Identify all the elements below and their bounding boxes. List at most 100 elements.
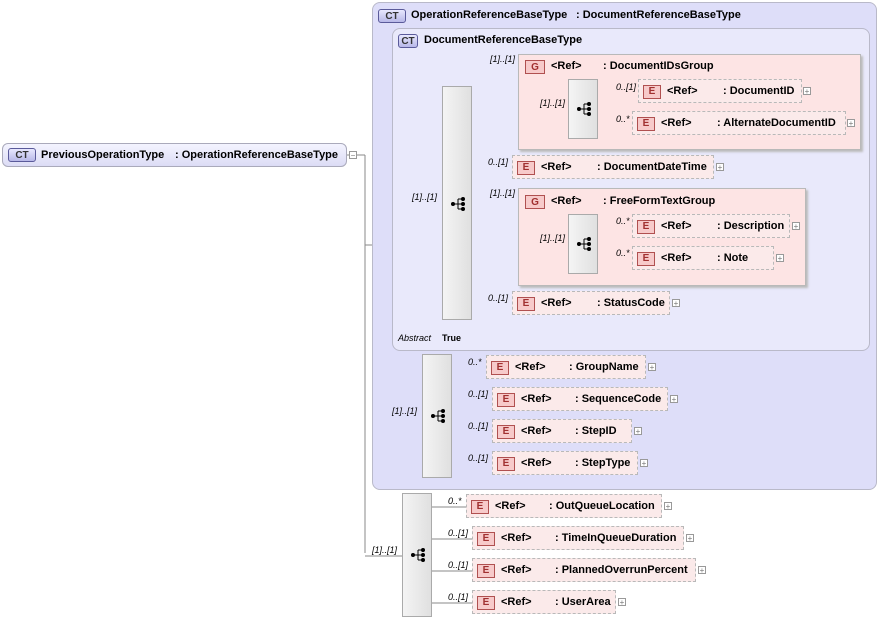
- cardinality-label: [1]..[1]: [412, 192, 438, 202]
- element-planned-overrun-percent[interactable]: E <Ref> : PlannedOverrunPercent: [472, 558, 696, 582]
- element-description[interactable]: E <Ref> : Description: [632, 214, 790, 238]
- cardinality-label: 0..[1]: [448, 592, 469, 602]
- cardinality-label: [1]..[1]: [372, 545, 398, 555]
- expand-icon[interactable]: +: [776, 254, 784, 263]
- expand-icon[interactable]: +: [664, 502, 672, 511]
- cardinality-label: 0..*: [616, 216, 630, 226]
- cardinality-label: 0..*: [616, 248, 630, 258]
- inner-type-name: DocumentReferenceBaseType: [424, 34, 583, 46]
- ref-label: <Ref>: [541, 297, 572, 309]
- ref-label: <Ref>: [551, 195, 582, 207]
- element-step-id[interactable]: E <Ref> : StepID: [492, 419, 632, 443]
- cardinality-label: 0..[1]: [448, 560, 469, 570]
- sequence-compositor[interactable]: [568, 79, 598, 139]
- element-name: : StatusCode: [597, 297, 665, 309]
- cardinality-label: 0..*: [448, 496, 462, 506]
- element-document-id[interactable]: E <Ref> : DocumentID: [638, 79, 802, 103]
- sequence-icon: [577, 102, 591, 116]
- cardinality-label: 0..[1]: [616, 82, 637, 92]
- group-badge: G: [525, 195, 545, 209]
- expand-icon[interactable]: +: [670, 395, 678, 404]
- expand-icon[interactable]: +: [640, 459, 648, 468]
- element-name: : OutQueueLocation: [549, 500, 655, 512]
- sequence-compositor[interactable]: [402, 493, 432, 617]
- element-name: : Description: [717, 220, 785, 232]
- element-status-code[interactable]: E <Ref> : StatusCode: [512, 291, 670, 315]
- element-name: : StepType: [575, 457, 631, 469]
- expand-icon[interactable]: +: [648, 363, 656, 372]
- ref-label: <Ref>: [551, 60, 582, 72]
- expand-icon[interactable]: +: [634, 427, 642, 436]
- cardinality-label: 0..[1]: [468, 421, 489, 431]
- ref-label: <Ref>: [521, 393, 552, 405]
- element-name: : UserArea: [555, 596, 611, 608]
- element-name: : TimeInQueueDuration: [555, 532, 677, 544]
- element-time-in-queue-duration[interactable]: E <Ref> : TimeInQueueDuration: [472, 526, 684, 550]
- abstract-label: Abstract: [398, 333, 432, 343]
- element-badge: E: [477, 596, 495, 610]
- element-sequence-code[interactable]: E <Ref> : SequenceCode: [492, 387, 668, 411]
- cardinality-label: 0..[1]: [488, 293, 509, 303]
- element-badge: E: [637, 220, 655, 234]
- element-name: : DocumentID: [723, 85, 795, 97]
- cardinality-label: 0..[1]: [488, 157, 509, 167]
- element-name: : DocumentDateTime: [597, 161, 707, 173]
- expand-icon[interactable]: +: [792, 222, 800, 231]
- element-group-name[interactable]: E <Ref> : GroupName: [486, 355, 646, 379]
- element-name: : GroupName: [569, 361, 639, 373]
- element-badge: E: [637, 252, 655, 266]
- ref-label: <Ref>: [667, 85, 698, 97]
- complex-type-badge: CT: [398, 34, 418, 48]
- element-badge: E: [471, 500, 489, 514]
- element-name: : AlternateDocumentID: [717, 117, 836, 129]
- root-base-type: : OperationReferenceBaseType: [175, 149, 339, 161]
- expand-icon[interactable]: +: [672, 299, 680, 308]
- sequence-compositor[interactable]: [442, 86, 472, 320]
- ref-label: <Ref>: [515, 361, 546, 373]
- expand-icon[interactable]: +: [847, 119, 855, 128]
- element-alternate-document-id[interactable]: E <Ref> : AlternateDocumentID: [632, 111, 846, 135]
- expand-icon[interactable]: +: [618, 598, 626, 607]
- cardinality-label: 0..[1]: [468, 389, 489, 399]
- outer-base-type: : DocumentReferenceBaseType: [576, 9, 741, 21]
- element-name: : SequenceCode: [575, 393, 662, 405]
- root-complex-type[interactable]: CT PreviousOperationType : OperationRefe…: [2, 143, 347, 167]
- ref-label: <Ref>: [501, 532, 532, 544]
- expand-icon[interactable]: −: [349, 151, 357, 160]
- element-badge: E: [517, 297, 535, 311]
- cardinality-label: 0..*: [616, 114, 630, 124]
- expand-icon[interactable]: +: [698, 566, 706, 575]
- group-badge: G: [525, 60, 545, 74]
- expand-icon[interactable]: +: [716, 163, 724, 172]
- ref-label: <Ref>: [495, 500, 526, 512]
- ref-label: <Ref>: [501, 596, 532, 608]
- sequence-icon: [451, 197, 465, 211]
- element-badge: E: [517, 161, 535, 175]
- element-name: : Note: [717, 252, 749, 264]
- element-user-area[interactable]: E <Ref> : UserArea: [472, 590, 616, 614]
- expand-icon[interactable]: +: [686, 534, 694, 543]
- cardinality-label: [1]..[1]: [540, 233, 566, 243]
- cardinality-label: 0..*: [468, 357, 482, 367]
- ref-label: <Ref>: [501, 564, 532, 576]
- sequence-icon: [431, 409, 445, 423]
- sequence-compositor[interactable]: [568, 214, 598, 274]
- ref-label: <Ref>: [521, 457, 552, 469]
- ref-label: <Ref>: [661, 220, 692, 232]
- complex-type-badge: CT: [8, 148, 36, 162]
- element-step-type[interactable]: E <Ref> : StepType: [492, 451, 638, 475]
- expand-icon[interactable]: +: [803, 87, 811, 96]
- element-badge: E: [497, 457, 515, 471]
- outer-type-name: OperationReferenceBaseType: [411, 9, 568, 21]
- sequence-icon: [411, 548, 425, 562]
- element-name: : PlannedOverrunPercent: [555, 564, 688, 576]
- sequence-compositor[interactable]: [422, 354, 452, 478]
- element-document-date-time[interactable]: E <Ref> : DocumentDateTime: [512, 155, 714, 179]
- element-note[interactable]: E <Ref> : Note: [632, 246, 774, 270]
- element-badge: E: [491, 361, 509, 375]
- element-badge: E: [477, 564, 495, 578]
- cardinality-label: [1]..[1]: [490, 188, 516, 198]
- element-out-queue-location[interactable]: E <Ref> : OutQueueLocation: [466, 494, 662, 518]
- cardinality-label: 0..[1]: [448, 528, 469, 538]
- ref-label: <Ref>: [541, 161, 572, 173]
